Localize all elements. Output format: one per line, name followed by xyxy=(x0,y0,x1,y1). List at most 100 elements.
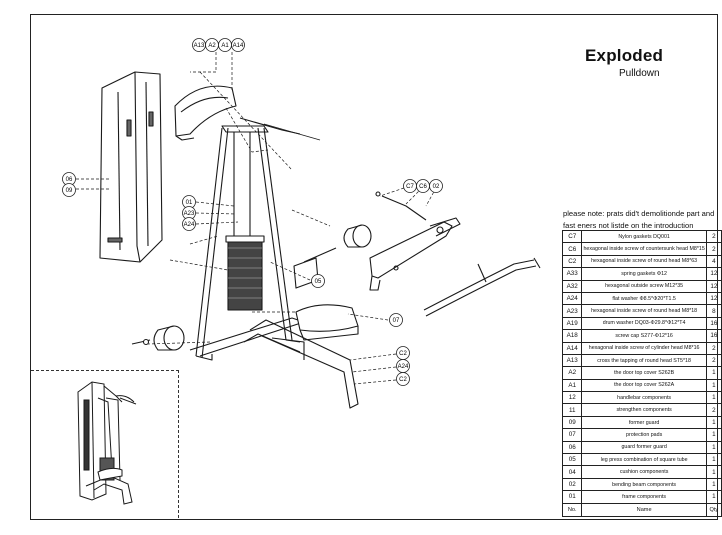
part-name: flat washer Φ8.5*Φ20*T1.5 xyxy=(581,291,707,306)
callout-a14: A14 xyxy=(231,38,245,52)
part-qty: 2 xyxy=(705,242,722,256)
part-qty: 1 xyxy=(705,378,722,393)
part-qty: 12 xyxy=(705,267,722,281)
main-frame xyxy=(189,117,305,361)
part-qty: 1 xyxy=(705,415,722,430)
part-number: A24 xyxy=(561,291,583,306)
callout-c2-lower: C2 xyxy=(396,372,410,386)
base-assembly xyxy=(243,319,359,409)
callout-c2-upper: C2 xyxy=(396,346,410,360)
page-title: Exploded xyxy=(585,46,664,65)
part-qty: 16 xyxy=(705,329,722,343)
roller-pads-right xyxy=(293,224,372,289)
part-number: 01 xyxy=(561,490,583,504)
part-name: the door top cover S262B xyxy=(581,366,707,380)
callout-c6-label: C6 xyxy=(419,184,427,190)
roller-pads-left xyxy=(131,325,185,351)
part-qty: Qty xyxy=(705,502,722,517)
side-guard-shroud xyxy=(99,71,163,263)
callout-01-label: 01 xyxy=(186,200,193,206)
part-number: 11 xyxy=(561,403,583,417)
callout-02-label: 02 xyxy=(433,184,440,190)
callout-05: 05 xyxy=(311,274,325,288)
part-name: hexagonal inside screw of round head M8*… xyxy=(581,304,707,318)
part-qty: 1 xyxy=(705,477,722,492)
part-name: former guard xyxy=(581,415,707,430)
part-name: hexagonal inside screw of countersunk he… xyxy=(581,242,707,256)
callout-a14-label: A14 xyxy=(233,43,244,49)
part-name: guard former guard xyxy=(581,440,707,455)
part-name: frame components xyxy=(581,490,707,504)
part-qty: 2 xyxy=(705,229,722,244)
part-qty: 2 xyxy=(705,403,722,417)
callout-05-label: 05 xyxy=(315,279,322,285)
callout-a24-lower-label: A24 xyxy=(398,364,409,370)
part-number: 12 xyxy=(561,391,583,405)
part-number: A23 xyxy=(561,304,583,318)
part-number: 02 xyxy=(561,477,583,492)
part-name: leg press combination of square tube xyxy=(581,453,707,467)
callout-09: 09 xyxy=(62,183,76,197)
part-number: A14 xyxy=(561,341,583,355)
part-qty: 1 xyxy=(705,453,722,467)
part-number: 06 xyxy=(561,440,583,455)
callout-a13: A13 xyxy=(192,38,206,52)
part-number: 09 xyxy=(561,415,583,430)
part-name: hexagonal inside screw of cylinder head … xyxy=(581,341,707,355)
part-name: protection pads xyxy=(581,428,707,442)
part-number: A2 xyxy=(561,366,583,380)
part-name: bending beam components xyxy=(581,477,707,492)
seat-cushion xyxy=(295,304,359,341)
part-number: 04 xyxy=(561,465,583,479)
part-number: A13 xyxy=(561,353,583,368)
part-qty: 1 xyxy=(705,391,722,405)
part-qty: 12 xyxy=(705,279,722,293)
part-name: handlebar components xyxy=(581,391,707,405)
part-number: No. xyxy=(561,502,583,517)
part-name: drum washer DQ03-Φ29.8*Φ12*T4 xyxy=(581,316,707,331)
callout-02: 02 xyxy=(429,179,443,193)
callout-09-label: 09 xyxy=(66,188,73,194)
callout-c7-label: C7 xyxy=(406,184,414,190)
part-qty: 8 xyxy=(705,304,722,318)
part-name: strengthen components xyxy=(581,403,707,417)
part-qty: 4 xyxy=(705,254,722,269)
handlebar xyxy=(423,257,541,317)
weight-stack xyxy=(225,235,265,311)
callout-a23-label: A23 xyxy=(184,211,195,217)
assembly-lines xyxy=(76,52,437,385)
part-name: the door top cover S262A xyxy=(581,378,707,393)
part-number: C6 xyxy=(561,242,583,256)
part-number: C2 xyxy=(561,254,583,269)
assembled-machine-inset xyxy=(77,381,137,505)
part-qty: 1 xyxy=(705,366,722,380)
part-name: hexagonal inside screw of round head M8*… xyxy=(581,254,707,269)
part-number: A18 xyxy=(561,329,583,343)
part-qty: 16 xyxy=(705,316,722,331)
callout-c2-upper-label: C2 xyxy=(399,351,407,357)
page-subtitle: Pulldown xyxy=(619,68,660,79)
part-number: A1 xyxy=(561,378,583,393)
callout-a24-lower: A24 xyxy=(396,359,410,373)
part-qty: 1 xyxy=(705,440,722,455)
callout-a1-label: A1 xyxy=(221,43,229,49)
part-name: Name xyxy=(581,502,707,517)
part-number: C7 xyxy=(561,229,583,244)
callout-07-label: 07 xyxy=(393,318,400,324)
assembly-note: please note: prats did't demolitionde pa… xyxy=(563,209,715,230)
